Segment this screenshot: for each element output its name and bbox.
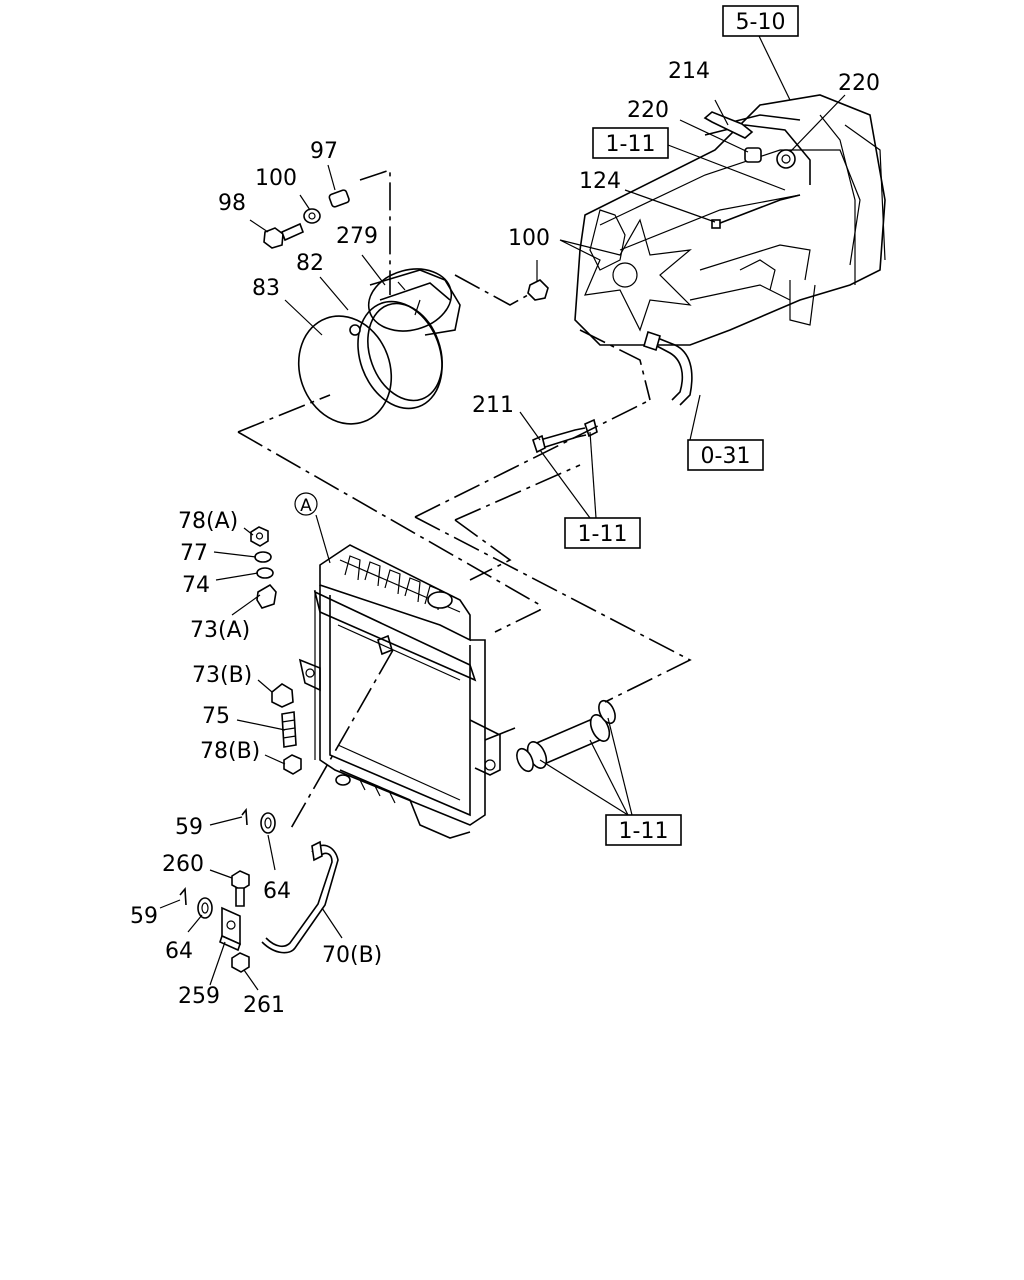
upper-hose-assembly (532, 330, 693, 454)
part-100-washer (303, 208, 321, 224)
ref-box-1-11-bottom[interactable]: 1-11 (605, 814, 682, 846)
part-64-washer-upper (260, 812, 276, 834)
part-73b-mount (271, 683, 294, 708)
label-73b: 73(B) (192, 663, 252, 688)
ref-label-0-31: 0-31 (701, 444, 751, 469)
label-100-upper: 100 (255, 166, 297, 191)
label-74: 74 (182, 573, 210, 598)
label-259: 259 (178, 984, 220, 1009)
part-73a-mount (256, 583, 277, 609)
part-59-pin-upper (241, 807, 248, 826)
label-260: 260 (162, 852, 204, 877)
part-124-pipe (711, 194, 801, 229)
label-59-lower: 59 (130, 904, 158, 929)
part-78b-nut (283, 754, 302, 775)
label-59-upper: 59 (175, 815, 203, 840)
ref-box-5-10[interactable]: 5-10 (722, 5, 799, 37)
label-77: 77 (180, 541, 208, 566)
part-97-sleeve (328, 189, 350, 208)
label-64-upper: 64 (263, 879, 291, 904)
ref-label-1-11-bottom: 1-11 (619, 819, 669, 844)
radiator-assembly (298, 544, 516, 839)
callout-circle-a (294, 492, 318, 516)
label-a: A (300, 496, 312, 516)
label-214: 214 (668, 59, 710, 84)
ref-box-1-11-mid[interactable]: 1-11 (564, 517, 641, 549)
label-83: 83 (252, 276, 280, 301)
part-74-washer (256, 567, 274, 579)
part-82-ring (349, 300, 443, 410)
part-260-bolt (231, 870, 250, 907)
ref-label-1-11-top: 1-11 (606, 132, 656, 157)
label-78a: 78(A) (178, 509, 238, 534)
label-98: 98 (218, 191, 246, 216)
part-64-washer-lower (197, 897, 213, 919)
ref-label-5-10: 5-10 (736, 10, 786, 35)
part-75-stud (281, 711, 297, 748)
label-279: 279 (336, 224, 378, 249)
part-259-bracket (219, 906, 241, 952)
label-220-left: 220 (627, 98, 669, 123)
label-124: 124 (579, 169, 621, 194)
part-100-cap-engine (527, 279, 549, 301)
part-214-hose (703, 111, 754, 139)
ref-box-1-11-top[interactable]: 1-11 (592, 127, 669, 159)
label-220-right: 220 (838, 71, 880, 96)
label-75: 75 (202, 704, 230, 729)
label-261: 261 (243, 993, 285, 1018)
label-100-engine: 100 (508, 226, 550, 251)
part-77-washer (254, 551, 272, 563)
part-70b-pipe (261, 840, 339, 954)
part-220-clamp-left (744, 147, 762, 163)
assembly-lines (237, 168, 692, 831)
part-83-shroud-ring (297, 315, 393, 425)
lower-hose-assembly (516, 699, 616, 773)
label-97: 97 (310, 139, 338, 164)
part-279-fan-shroud (367, 268, 461, 336)
part-261-nut (231, 952, 250, 973)
part-59-pin-lower (179, 886, 187, 906)
label-82: 82 (296, 251, 324, 276)
label-78b: 78(B) (200, 739, 260, 764)
part-98-bolt (263, 222, 305, 249)
ref-label-1-11-mid: 1-11 (578, 522, 628, 547)
ref-box-0-31[interactable]: 0-31 (687, 439, 764, 471)
label-70b: 70(B) (322, 943, 382, 968)
leader-lines (159, 35, 846, 991)
part-78a-nut (250, 526, 269, 547)
label-64-lower: 64 (165, 939, 193, 964)
label-73a: 73(A) (190, 618, 250, 643)
part-labels: 214 220 220 124 97 100 98 279 82 83 100 … (130, 59, 880, 1018)
part-220-clamp-right (776, 149, 796, 169)
label-211: 211 (472, 393, 514, 418)
